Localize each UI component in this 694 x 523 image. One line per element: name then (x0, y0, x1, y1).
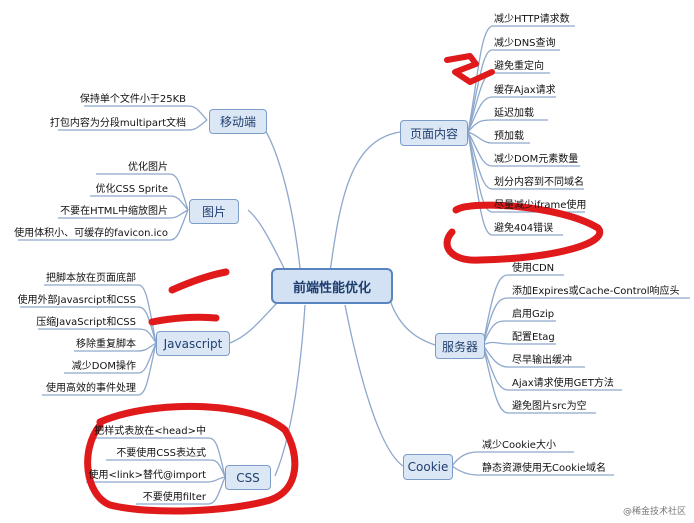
leaf-server: 添加Expires或Cache-Control响应头 (512, 286, 680, 297)
leaf-page-content: 避免404错误 (494, 223, 554, 234)
leaf-images: 优化图片 (128, 162, 168, 173)
branch-mobile[interactable]: 移动端 (209, 109, 267, 134)
leaf-page-content: 避免重定向 (494, 61, 544, 72)
leaf-javascript: 移除重复脚本 (76, 339, 136, 350)
red-annotations (84, 53, 604, 515)
leaf-server: 避免图片src为空 (512, 401, 587, 412)
leaf-server: 尽早输出缓冲 (512, 355, 572, 366)
branch-css[interactable]: CSS (225, 465, 271, 490)
leaf-css: 把样式表放在<head>中 (94, 426, 206, 437)
leaf-page-content: 预加载 (494, 131, 524, 142)
leaf-server: 配置Etag (512, 332, 555, 343)
leaf-page-content: 尽量减少iframe使用 (494, 200, 587, 211)
branch-images[interactable]: 图片 (189, 199, 239, 224)
leaf-javascript: 减少DOM操作 (71, 361, 136, 372)
branch-server[interactable]: 服务器 (435, 333, 485, 359)
leaf-css: 使用<link>替代@import (88, 470, 206, 481)
watermark: @稀金技术社区 (622, 507, 686, 517)
leaf-images: 不要在HTML中缩放图片 (60, 206, 168, 217)
leaf-page-content: 减少HTTP请求数 (494, 14, 570, 25)
leaf-page-content: 减少DOM元素数量 (494, 154, 579, 165)
branch-javascript[interactable]: Javascript (156, 331, 230, 356)
leaf-mobile: 保持单个文件小于25KB (79, 94, 186, 105)
branch-cookie[interactable]: Cookie (403, 454, 453, 480)
leaf-server: 使用CDN (512, 263, 555, 274)
leaf-images: 使用体积小、可缓存的favicon.ico (14, 228, 168, 239)
leaf-mobile: 打包内容为分段multipart文档 (49, 118, 186, 129)
leaf-server: Ajax请求使用GET方法 (512, 378, 614, 389)
leaf-javascript: 使用外部Javasrcipt和CSS (17, 295, 136, 306)
leaf-css: 不要使用CSS表达式 (116, 448, 206, 459)
leaf-page-content: 缓存Ajax请求 (494, 85, 556, 96)
leaf-javascript: 把脚本放在页面底部 (46, 273, 136, 284)
leaf-page-content: 划分内容到不同域名 (494, 177, 584, 188)
leaf-page-content: 减少DNS查询 (494, 38, 556, 49)
leaf-server: 启用Gzip (512, 309, 555, 320)
leaf-cookie: 静态资源使用无Cookie域名 (482, 463, 606, 474)
center-topic[interactable]: 前端性能优化 (271, 268, 393, 304)
leaf-javascript: 使用高效的事件处理 (46, 383, 136, 394)
leaf-page-content: 延迟加载 (494, 108, 534, 119)
leaf-cookie: 减少Cookie大小 (482, 440, 556, 451)
leaf-javascript: 压缩JavaScript和CSS (36, 317, 136, 328)
branch-page-content[interactable]: 页面内容 (400, 120, 468, 146)
leaf-images: 优化CSS Sprite (95, 184, 168, 195)
leaf-css: 不要使用filter (142, 492, 206, 503)
